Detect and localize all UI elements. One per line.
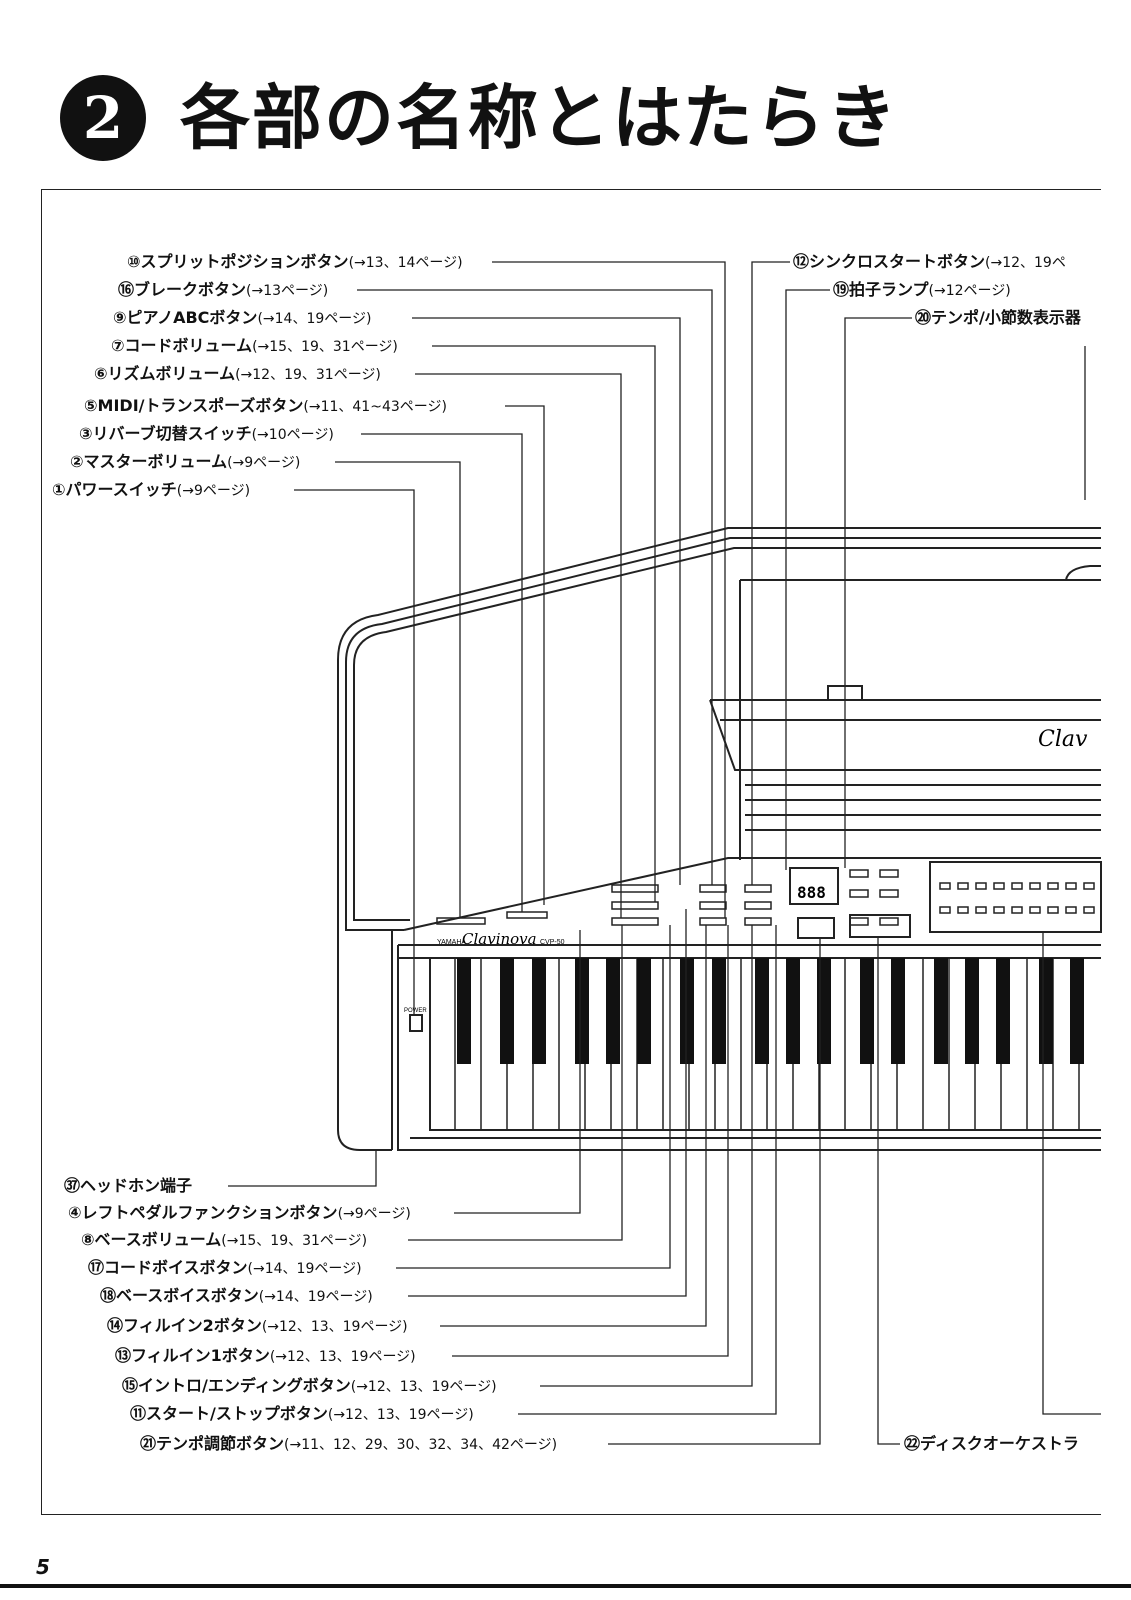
section-header: 2 各部の名称とはたらき: [40, 70, 900, 161]
callout-headphone-jack: ㊲ヘッドホン端子: [64, 1176, 193, 1195]
callout-rhythm-volume: ⑥リズムボリューム(→12、19、31ページ): [94, 364, 381, 383]
callout-bass-voice-button: ⑱ベースボイスボタン(→14、19ページ): [100, 1286, 373, 1305]
callout-fill-in-2-button: ⑭フィルイン2ボタン(→12、13、19ページ): [107, 1316, 408, 1335]
callout-split-position-button: ⑩スプリットポジションボタン(→13、14ページ): [127, 252, 463, 271]
section-number-badge: 2: [60, 75, 146, 161]
callout-intro-ending-button: ⑮イントロ/エンディングボタン(→12、13、19ページ): [122, 1376, 497, 1395]
tempo-display: 888: [797, 883, 826, 902]
bottom-rule: [0, 1584, 1131, 1588]
callout-chord-volume: ⑦コードボリューム(→15、19、31ページ): [111, 336, 398, 355]
panel-buttons: [436, 869, 1095, 926]
instrument-model-code: CVP-50: [540, 939, 565, 946]
instrument-brand: YAMAHA: [437, 939, 466, 946]
stand-brand-script: Clav: [1038, 727, 1088, 752]
callout-break-button: ⑯ブレークボタン(→13ページ): [118, 280, 329, 299]
page-title: 各部の名称とはたらき: [180, 77, 899, 159]
callout-power-switch: ①パワースイッチ(→9ページ): [52, 480, 251, 499]
leader-lines: [228, 261, 1101, 1445]
control-panel: [403, 857, 1101, 931]
callout-bass-volume: ⑧ベースボリューム(→15、19、31ページ): [81, 1230, 368, 1249]
callout-master-volume: ②マスターボリューム(→9ページ): [70, 452, 301, 471]
black-keys: [457, 958, 1084, 1064]
callout-beat-lamp: ⑲拍子ランプ(→12ページ): [833, 280, 1011, 299]
instrument-model-script: Clavinova: [462, 930, 537, 948]
page-number: 5: [36, 1555, 50, 1579]
cabinet-side: [337, 527, 1101, 661]
callout-start-stop-button: ⑪スタート/ストップボタン(→12、13、19ページ): [130, 1404, 474, 1423]
callout-disk-orchestra: ㉒ディスクオーケストラ: [904, 1434, 1079, 1453]
callout-midi-transpose-button: ⑤MIDI/トランスポーズボタン(→11、41~43ページ): [84, 396, 447, 415]
callout-left-pedal-function-button: ④レフトペダルファンクションボタン(→9ページ): [68, 1203, 411, 1222]
callout-tempo-adjust-button: ㉑テンポ調節ボタン(→11、12、29、30、32、34、42ページ): [140, 1434, 558, 1453]
callout-tempo-measure-display: ⑳テンポ/小節数表示器: [915, 308, 1081, 327]
keyboard-frame: [397, 945, 1101, 1151]
figure-frame: [41, 189, 1101, 1515]
power-label: POWER: [404, 1008, 427, 1014]
callout-piano-abc-button: ⑨ピアノABCボタン(→14、19ページ): [113, 308, 372, 327]
callout-chord-voice-button: ⑰コードボイスボタン(→14、19ページ): [88, 1258, 362, 1277]
callout-fill-in-1-button: ⑬フィルイン1ボタン(→12、13、19ページ): [115, 1346, 416, 1365]
callout-synchro-start-button: ⑫シンクロスタートボタン(→12、19ペ: [793, 252, 1066, 271]
callout-reverb-switch: ③リバーブ切替スイッチ(→10ページ): [79, 424, 334, 443]
